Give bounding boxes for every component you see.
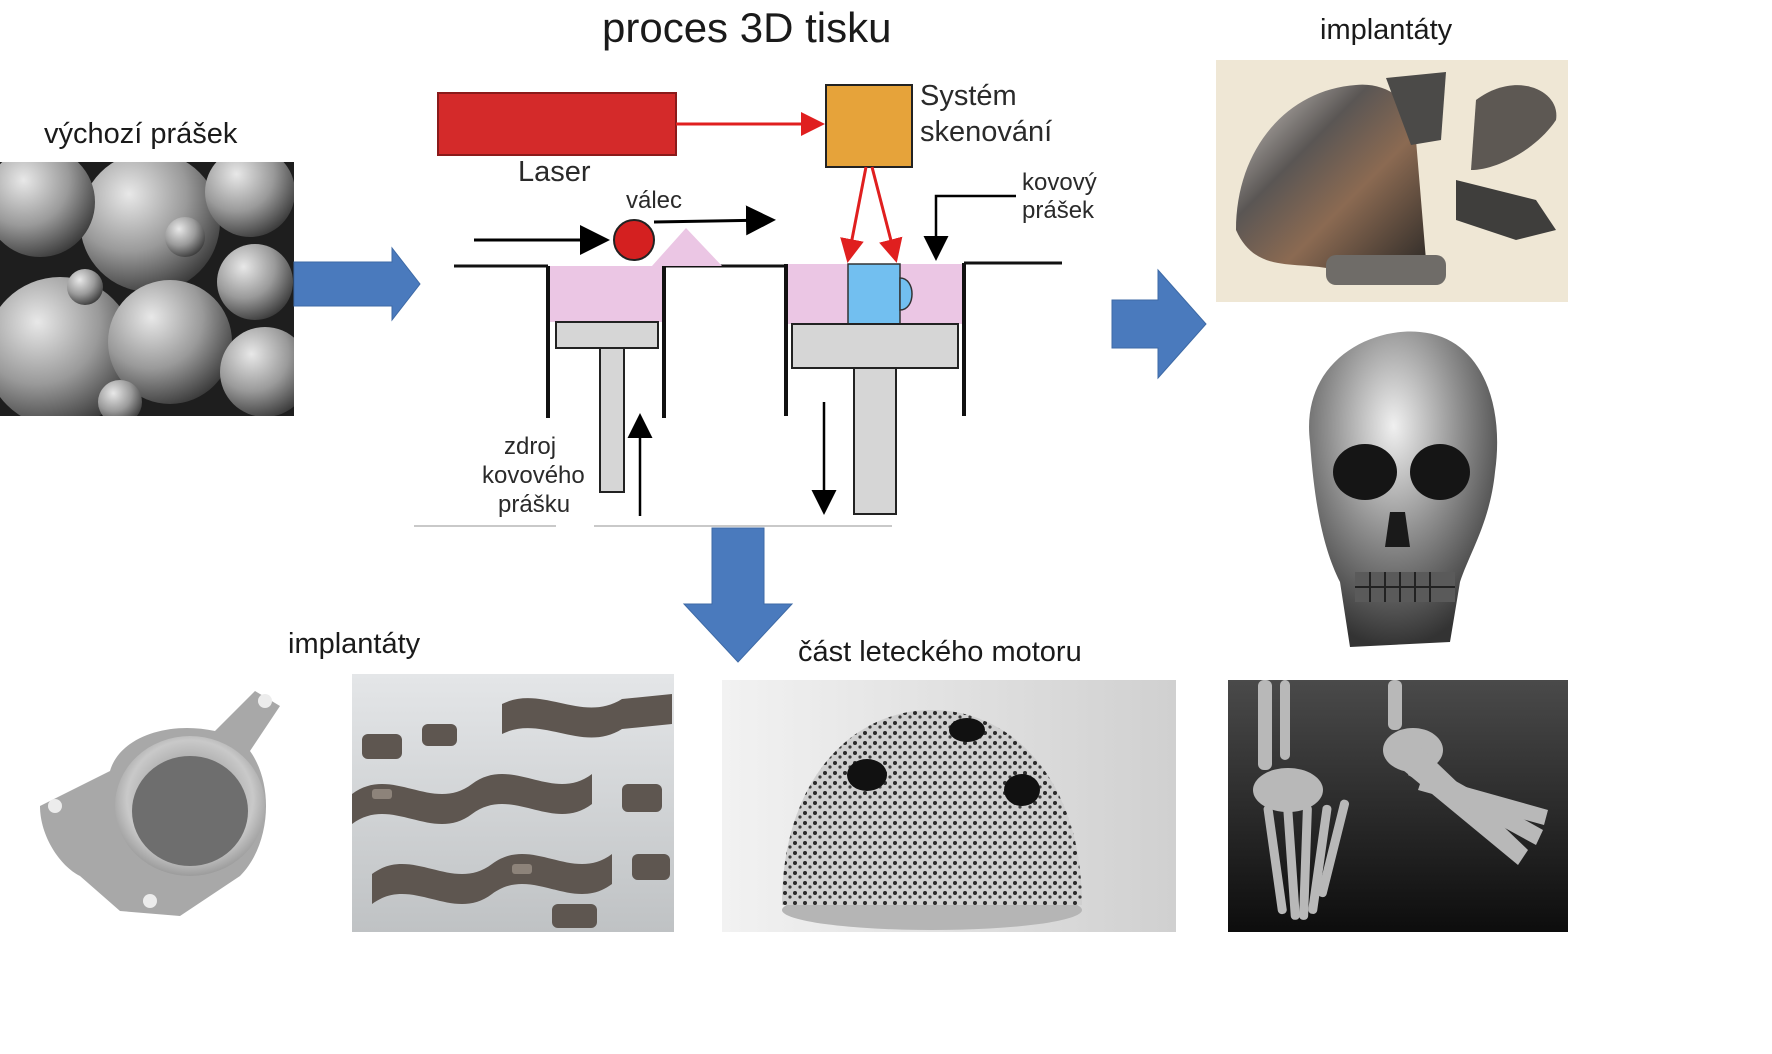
scan-system-label-1: Systém [920, 80, 1017, 112]
laser-label: Laser [518, 156, 591, 188]
supply-powder [548, 266, 664, 322]
roller-motion-arrow [653, 205, 776, 236]
supply-piston-plate [555, 321, 659, 349]
supply-piston-rod [599, 347, 625, 493]
cranial-implants-image [1216, 60, 1568, 302]
flow-arrow-right-2 [1111, 268, 1207, 380]
source-label-2: kovového [482, 462, 585, 489]
roller-label: válec [626, 187, 683, 214]
metal-powder-spheres-image [0, 162, 294, 416]
build-piston-plate [791, 323, 959, 369]
implants-bottom-caption: implantáty [288, 628, 421, 660]
printed-part [847, 263, 901, 325]
porous-dome-part-image [722, 680, 1176, 932]
source-label-1: zdroj [504, 433, 557, 460]
hip-cup-implant-image [0, 676, 322, 932]
laser-source [437, 92, 677, 156]
metal-powder-label-1: kovový [1022, 169, 1097, 196]
implants-top-caption: implantáty [1320, 14, 1453, 46]
scan-system-box [825, 84, 913, 168]
scan-beam-left [840, 166, 868, 263]
flow-arrow-right-1 [293, 246, 421, 322]
metal-powder-pointer [923, 194, 1016, 261]
build-piston-rod [853, 367, 897, 515]
metal-foot-skeleton-image [1228, 680, 1568, 932]
metal-powder-label-2: prášek [1022, 197, 1095, 224]
input-powder-caption: výchozí prášek [44, 118, 238, 150]
powder-heap [652, 228, 722, 266]
engine-part-caption: část leteckého motoru [798, 636, 1082, 668]
scan-beam-right [870, 166, 903, 263]
page-title: proces 3D tisku [602, 4, 892, 51]
scan-system-label-2: skenování [920, 116, 1053, 148]
flow-arrow-down [682, 527, 794, 663]
dental-crowns-image [352, 674, 674, 932]
roller [613, 219, 655, 261]
metal-skull-image [1280, 322, 1506, 662]
source-label-3: prášku [498, 491, 571, 518]
